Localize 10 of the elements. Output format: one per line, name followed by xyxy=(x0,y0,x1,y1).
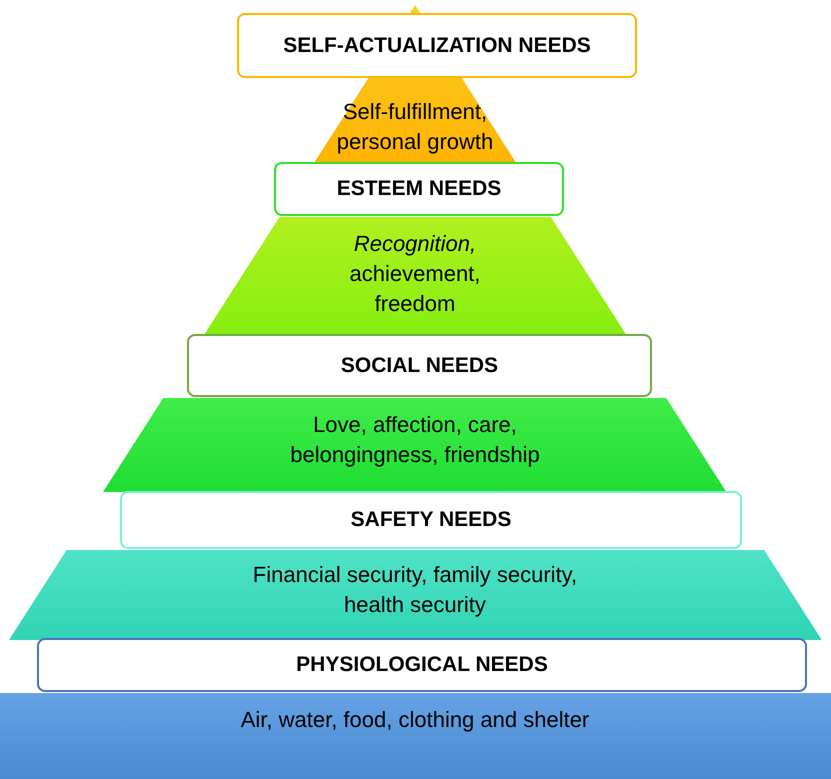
tier-description: Love, affection, care, belongingness, friendship xyxy=(289,411,541,469)
needs-heading-box: SAFETY NEEDS xyxy=(120,491,742,549)
needs-heading-box: SELF-ACTUALIZATION NEEDS xyxy=(237,13,637,78)
tier-description: Self-fulfillment, personal growth xyxy=(336,98,494,156)
needs-heading-box: PHYSIOLOGICAL NEEDS xyxy=(37,638,807,692)
needs-heading-box: ESTEEM NEEDS xyxy=(274,162,564,216)
tier-description: Air, water, food, clothing and shelter xyxy=(240,706,590,734)
tier-description: Recognition, achievement, freedom xyxy=(348,230,482,318)
needs-heading-box: SOCIAL NEEDS xyxy=(187,334,652,397)
tier-description: Financial security, family security, health security xyxy=(252,561,578,619)
